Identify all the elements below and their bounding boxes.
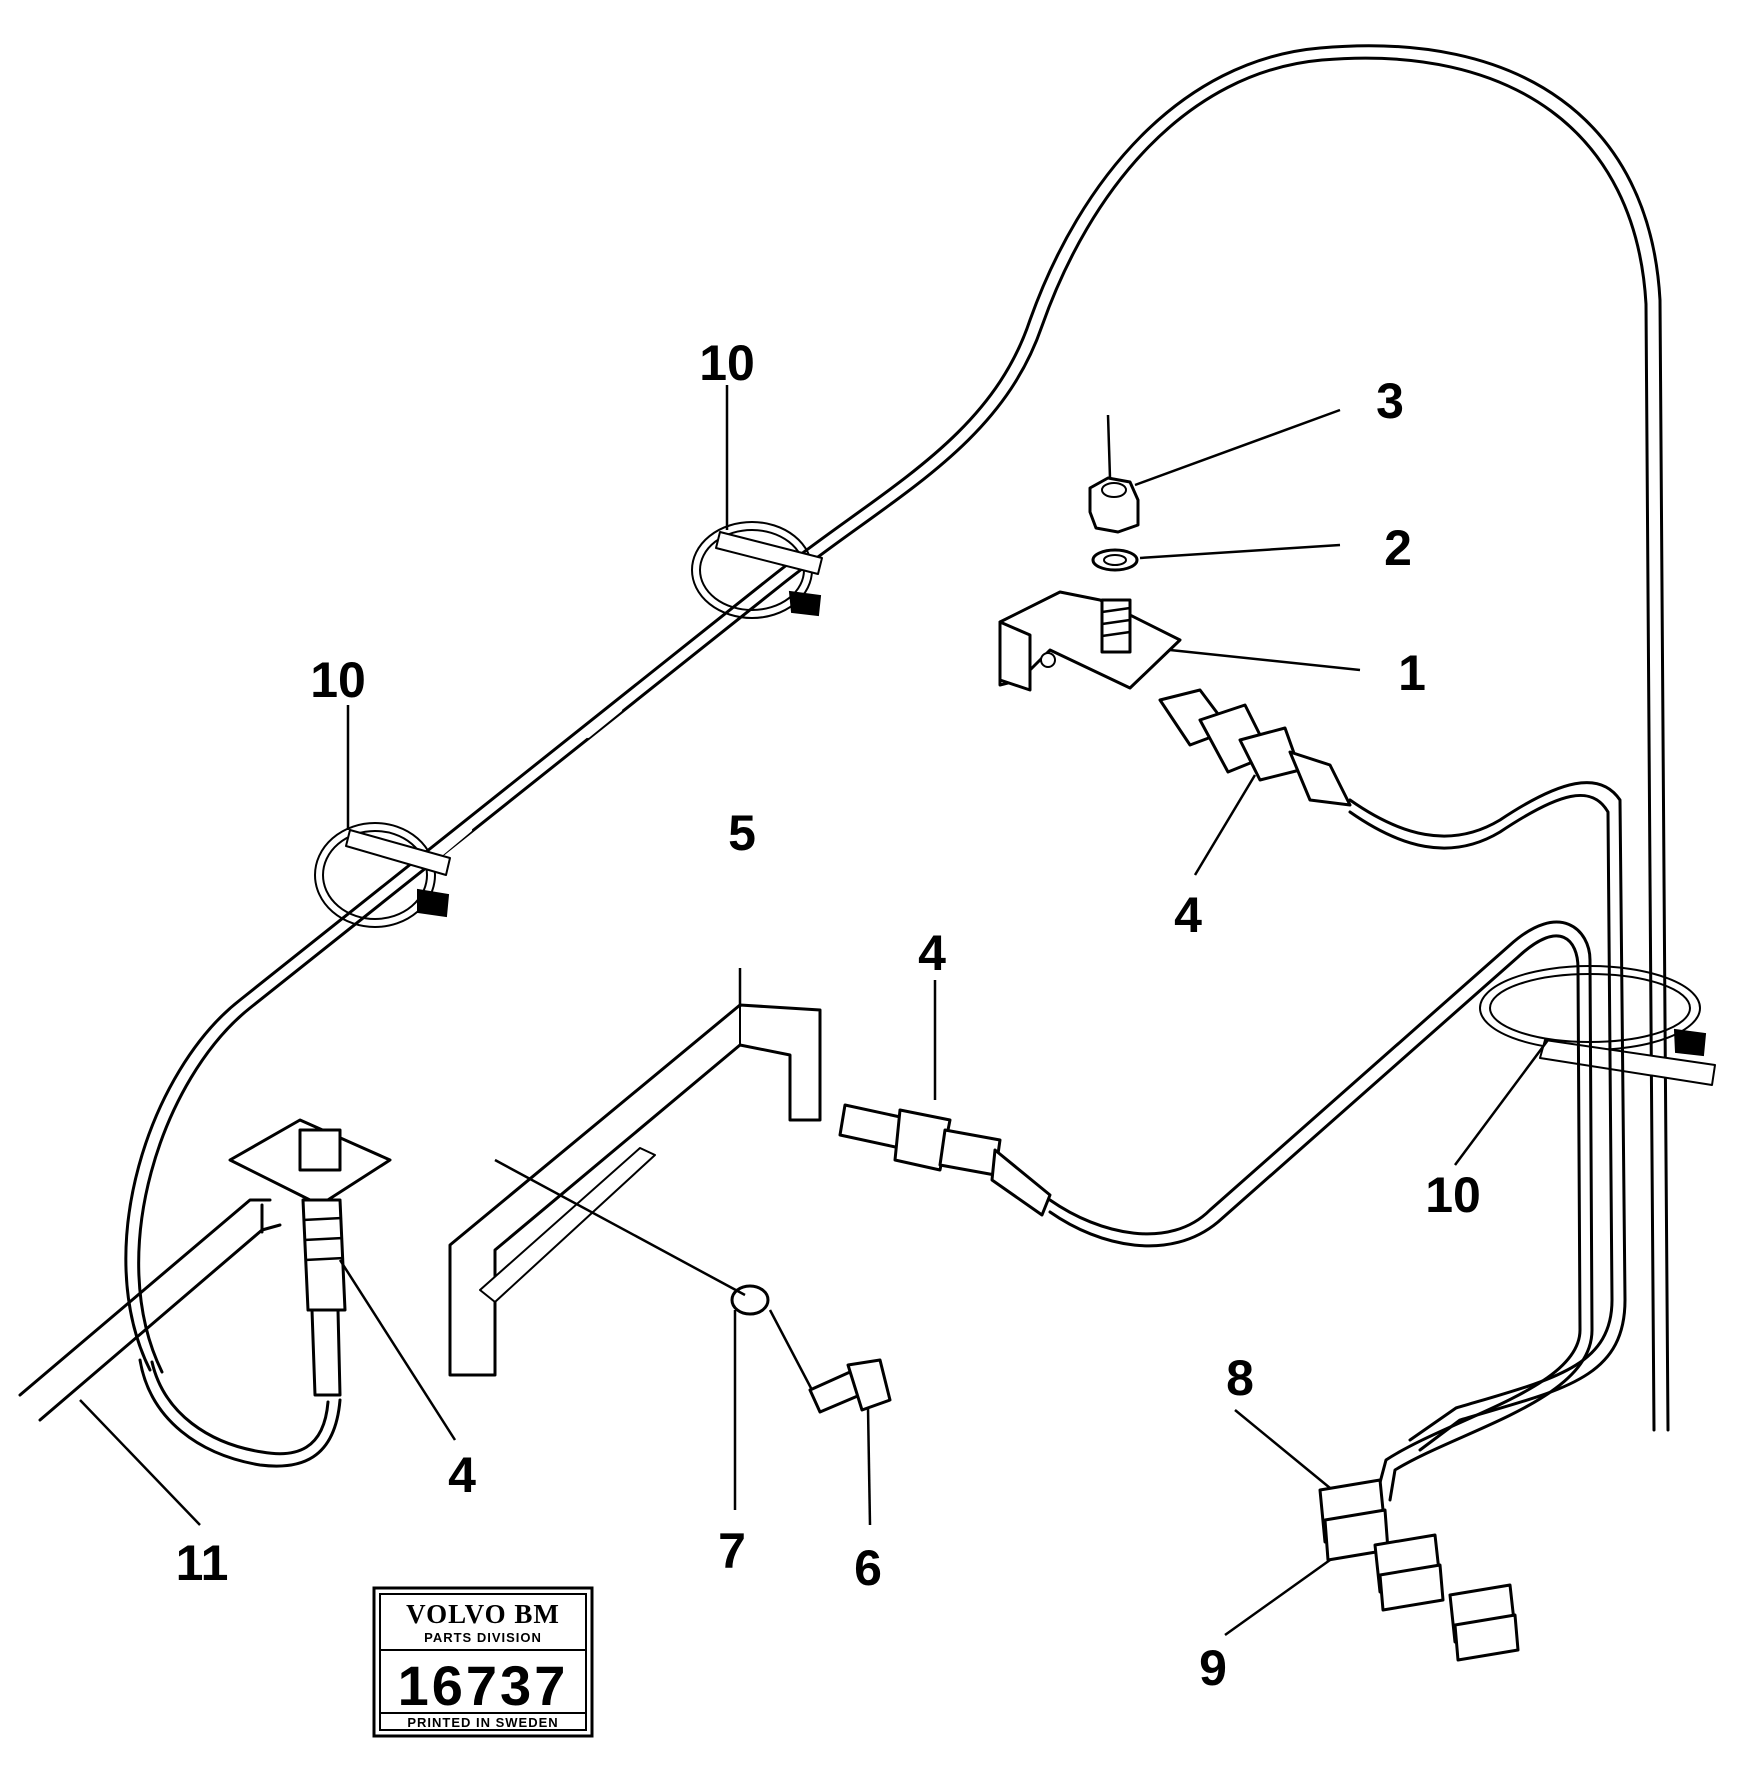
sensor-4-lower xyxy=(228,1118,392,1397)
sensor-cables xyxy=(138,781,1627,1502)
callout-labels: 1 2 3 4 4 4 5 6 7 8 9 10 10 10 11 xyxy=(176,335,1481,1696)
callout-2: 2 xyxy=(1384,520,1412,576)
sensor-4-upper xyxy=(1158,688,1352,807)
stamp-number: 16737 xyxy=(398,1654,569,1717)
callout-9: 9 xyxy=(1199,1640,1227,1696)
callout-10-right: 10 xyxy=(1425,1167,1481,1223)
callout-4-upper: 4 xyxy=(1174,887,1202,943)
callout-3: 3 xyxy=(1376,373,1404,429)
callout-10-lower: 10 xyxy=(310,652,366,708)
bracket-1 xyxy=(998,590,1182,692)
callout-7: 7 xyxy=(718,1523,746,1579)
bracket-5 xyxy=(448,1003,822,1377)
cable-11 xyxy=(18,1198,282,1422)
connector-8 xyxy=(1318,1478,1390,1562)
callout-11: 11 xyxy=(176,1535,229,1591)
cable-tie-upper xyxy=(691,521,823,619)
sensor-4-middle xyxy=(838,1103,1052,1217)
callout-4-lower: 4 xyxy=(448,1447,476,1503)
cable-tie-lower xyxy=(314,822,451,928)
callout-5: 5 xyxy=(728,805,756,861)
cable-tie-right xyxy=(1479,965,1716,1086)
callout-10-upper: 10 xyxy=(699,335,755,391)
stamp-division: PARTS DIVISION xyxy=(424,1630,542,1645)
stamp-printed: PRINTED IN SWEDEN xyxy=(407,1715,558,1730)
connector-9 xyxy=(1373,1533,1445,1612)
nut-3 xyxy=(1088,414,1140,534)
stamp-brand: VOLVO BM xyxy=(406,1599,560,1629)
callout-4-middle: 4 xyxy=(918,925,946,981)
stud-bolt xyxy=(1100,598,1132,654)
callout-6: 6 xyxy=(854,1540,882,1596)
bolt-6 xyxy=(808,1358,892,1414)
callout-8: 8 xyxy=(1226,1350,1254,1406)
washer-2 xyxy=(1091,548,1139,572)
callout-1: 1 xyxy=(1398,645,1426,701)
main-cable-harness xyxy=(124,44,1670,1432)
volvo-bm-stamp: VOLVO BM PARTS DIVISION 16737 PRINTED IN… xyxy=(372,1586,594,1738)
connector-extra xyxy=(1448,1583,1520,1662)
washer-7 xyxy=(730,1284,814,1391)
leader-lines xyxy=(79,385,1550,1637)
